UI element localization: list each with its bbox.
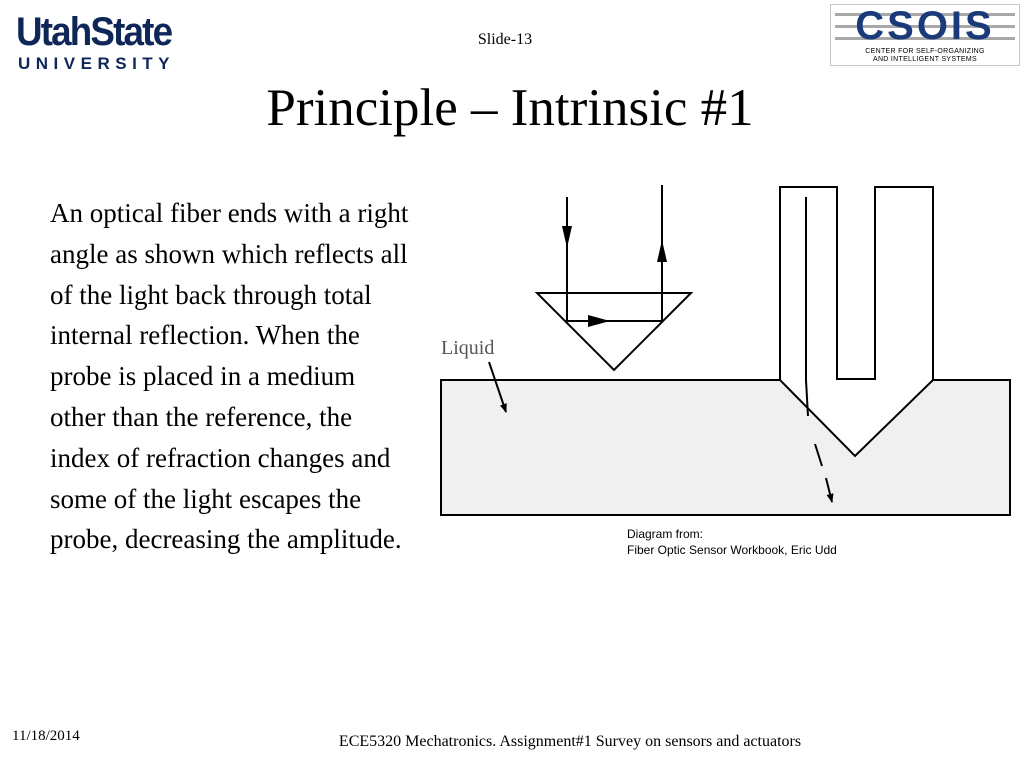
csois-logo-line1: CENTER FOR SELF-ORGANIZING [865, 48, 985, 55]
escaping-ray-arrow [825, 477, 834, 503]
liquid-label: Liquid [441, 337, 494, 359]
usu-logo-subtitle: UNIVERSITY [18, 54, 176, 73]
csois-logo-stripe [835, 13, 1015, 16]
footer-course: ECE5320 Mechatronics. Assignment#1 Surve… [338, 733, 802, 750]
probe-outline [779, 186, 934, 458]
incident-ray-arrowhead [562, 226, 572, 248]
csois-logo: CSOIS CENTER FOR SELF-ORGANIZING AND INT… [830, 4, 1020, 66]
caption-line1: Diagram from: [627, 527, 704, 541]
caption-line2: Fiber Optic Sensor Workbook, Eric Udd [627, 543, 837, 557]
liquid-pointer-arrow [488, 361, 507, 413]
horizontal-ray-arrowhead [588, 315, 610, 327]
fiber-probe [779, 186, 934, 503]
escaping-ray-segment [814, 443, 823, 467]
return-ray-arrowhead [657, 240, 667, 262]
body-paragraph: An optical fiber ends with a right angle… [50, 198, 409, 555]
diagram-caption: Diagram from: Fiber Optic Sensor Workboo… [627, 526, 837, 558]
slide-number: Slide-13 [477, 31, 533, 48]
csois-logo-stripe [835, 37, 1015, 40]
csois-logo-stripe [835, 25, 1015, 28]
slide-title: Principle – Intrinsic #1 [266, 79, 754, 137]
csois-logo-line2: AND INTELLIGENT SYSTEMS [872, 56, 977, 63]
csois-logo-wordmark: CSOIS [855, 4, 995, 48]
fiber-probe-diagram: Liquid [440, 185, 1011, 516]
escaping-ray-segment [805, 379, 809, 417]
liquid-medium [440, 379, 1011, 516]
usu-logo-wordmark: UtahState [16, 10, 173, 54]
utah-state-university-logo: UtahState UNIVERSITY [12, 10, 202, 74]
footer-date: 11/18/2014 [12, 728, 80, 744]
prism-reflector [534, 185, 694, 372]
prism-outline [534, 292, 694, 372]
